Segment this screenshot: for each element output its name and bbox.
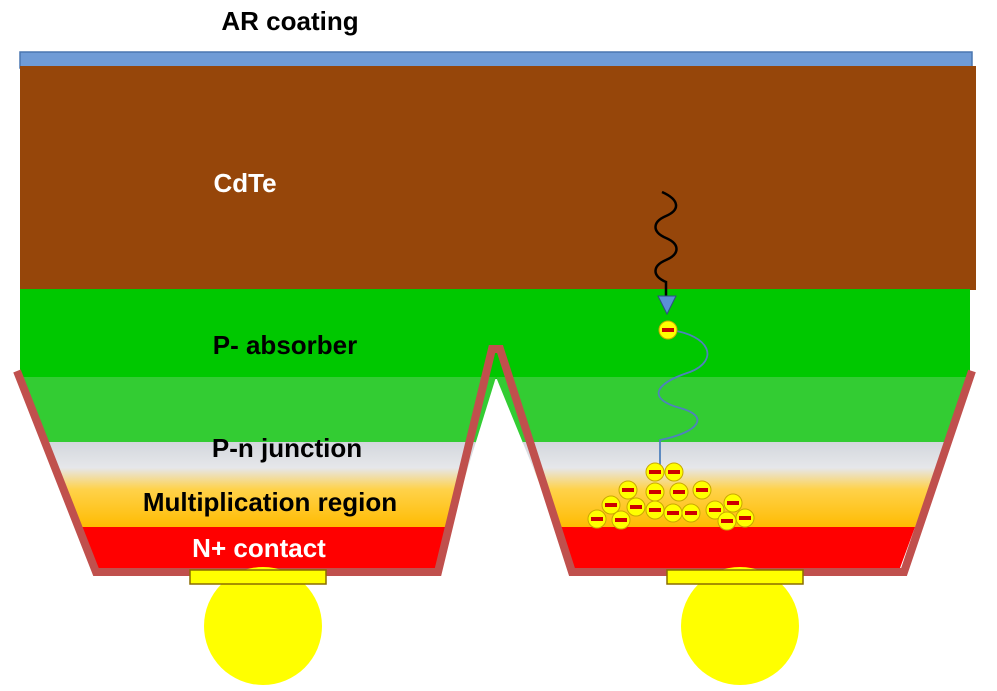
left-pixel [20, 377, 496, 568]
cdte-label: CdTe [213, 168, 276, 198]
left-solder-bump [204, 567, 322, 685]
left-pixel-border [13, 345, 496, 576]
avalanche-electron [669, 482, 689, 502]
right-n-contact-region [496, 527, 970, 568]
avalanche-electron [723, 493, 743, 513]
electron-drift-path [657, 329, 709, 470]
avalanche-electron [735, 508, 755, 528]
avalanche-electron [611, 510, 631, 530]
avalanche-electron [663, 503, 683, 523]
avalanche-electron [626, 497, 646, 517]
p-absorber-label: P- absorber [213, 330, 358, 360]
avalanche-electron [587, 509, 607, 529]
avalanche-electron [645, 482, 665, 502]
pn-junction-label: P-n junction [212, 433, 362, 463]
cdte-layer [20, 66, 976, 290]
ar-coating-label: AR coating [221, 6, 358, 36]
left-multiplication-region [20, 442, 496, 528]
avalanche-electron [645, 500, 665, 520]
avalanche-electron [645, 462, 665, 482]
right-pixel-border [496, 345, 976, 576]
avalanche-electron [692, 480, 712, 500]
left-absorber-lower [20, 377, 496, 443]
n-contact-label: N+ contact [192, 533, 326, 563]
avalanche-electron [601, 495, 621, 515]
avalanche-electron [618, 480, 638, 500]
left-n-contact-region [20, 527, 496, 568]
photon-wave [654, 190, 678, 296]
ar-coating-layer [19, 51, 973, 69]
right-solder-bump [681, 567, 799, 685]
multiplication-region-label: Multiplication region [143, 487, 397, 517]
avalanche-electron [664, 462, 684, 482]
avalanche-electron [705, 500, 725, 520]
photon-arrowhead [657, 295, 677, 316]
left-contact-pad [189, 569, 327, 585]
avalanche-electrons [587, 462, 755, 531]
avalanche-electron [681, 503, 701, 523]
right-absorber-lower [496, 377, 970, 443]
photoelectron [658, 320, 678, 340]
avalanche-electron [717, 511, 737, 531]
right-contact-pad [666, 569, 804, 585]
p-absorber-layer [20, 289, 970, 379]
